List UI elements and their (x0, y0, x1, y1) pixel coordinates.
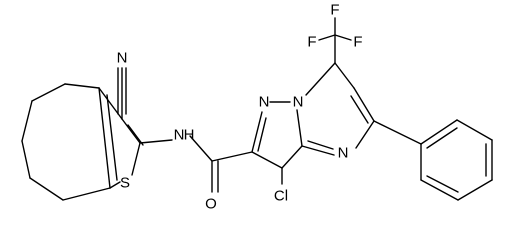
atom-label-amide-h: H (184, 127, 195, 144)
bond (127, 124, 144, 146)
bond (121, 118, 141, 144)
bond (420, 179, 459, 201)
bond (353, 87, 375, 122)
bonds (21, 17, 493, 201)
bond (139, 139, 173, 144)
bond (334, 62, 355, 89)
bond (29, 177, 64, 201)
bond (98, 87, 111, 189)
bond (109, 181, 121, 189)
bond (334, 34, 352, 41)
atom-label-cyano-n: N (117, 50, 128, 67)
atom-label-thiophene-s: S (120, 175, 130, 192)
bond (457, 179, 493, 201)
bond (211, 151, 253, 162)
bond (426, 127, 458, 149)
bond (305, 62, 336, 96)
bond (251, 151, 283, 169)
bond (355, 120, 375, 149)
bond (251, 111, 263, 153)
bond (189, 135, 213, 162)
atom-label-amide-n: N (174, 127, 185, 144)
atom-label-pyrazole-n: N (259, 94, 270, 111)
bond (64, 83, 100, 89)
bond (456, 119, 493, 141)
bond (296, 109, 303, 147)
atom-label-fluorine-right: F (353, 34, 362, 51)
bond (21, 100, 33, 142)
bond (281, 145, 303, 169)
atom-label-amide-o: O (205, 196, 217, 213)
bond (21, 140, 31, 179)
chemical-structure-diagram: N S N H O N N N Cl F F F (21, 2, 493, 213)
atom-label-fluorine-left: F (307, 34, 316, 51)
bond (131, 142, 141, 176)
atom-labels: N S N H O N N N Cl F F F (117, 2, 363, 213)
atom-label-pyrimidine-n: N (338, 145, 349, 162)
bond (31, 83, 66, 102)
bond (420, 119, 458, 145)
bond (373, 120, 422, 145)
atom-label-fluorine-top: F (330, 2, 339, 19)
bond (301, 145, 335, 156)
bond (106, 94, 118, 181)
bond (307, 140, 334, 150)
bond (62, 187, 111, 201)
bond (318, 34, 336, 41)
atom-label-chloro: Cl (274, 188, 288, 205)
bond (257, 117, 267, 152)
atom-label-bridge-n: N (293, 94, 304, 111)
bond (426, 175, 459, 193)
bond (350, 95, 369, 124)
